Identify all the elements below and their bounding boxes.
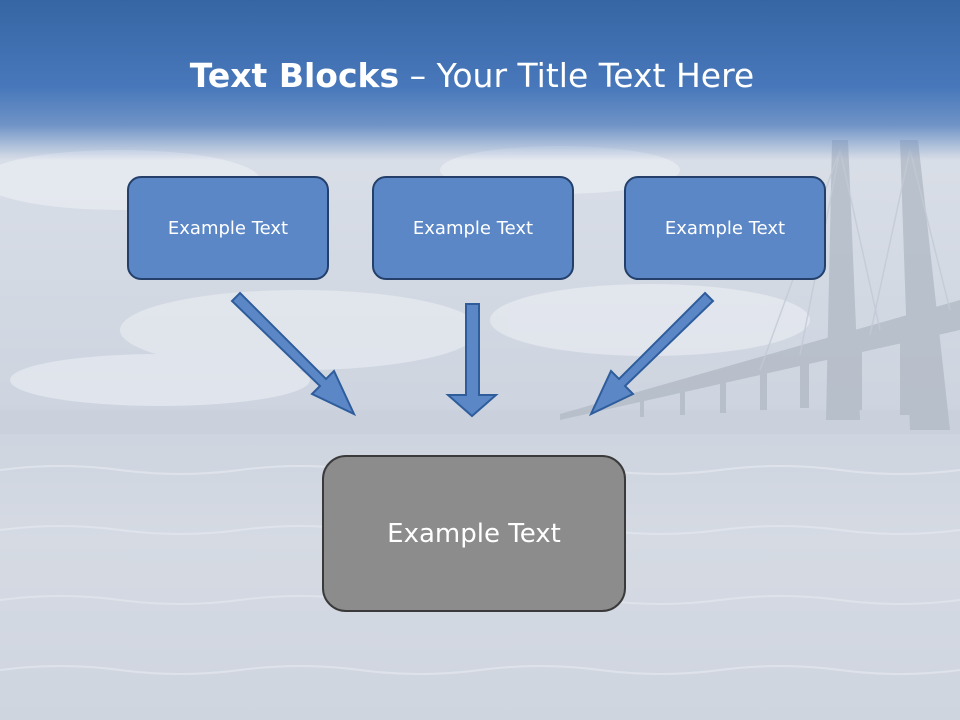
- bridge-silhouette: [560, 140, 960, 430]
- example-text-box-2[interactable]: Example Text: [372, 176, 574, 280]
- example-text-box-3[interactable]: Example Text: [624, 176, 826, 280]
- example-text-box-2-label: Example Text: [412, 217, 534, 239]
- example-text-box-3-label: Example Text: [664, 217, 786, 239]
- example-text-box-1-label: Example Text: [167, 217, 289, 239]
- result-text-box[interactable]: Example Text: [322, 455, 626, 612]
- right-diagonal-arrow: [588, 291, 715, 417]
- center-down-arrow: [445, 303, 499, 418]
- slide-title: Text Blocks – Your Title Text Here: [0, 52, 944, 100]
- title-rest-part: – Your Title Text Here: [399, 56, 755, 95]
- title-band: [0, 0, 960, 160]
- left-diagonal-arrow: [230, 291, 357, 417]
- example-text-box-1[interactable]: Example Text: [127, 176, 329, 280]
- title-bold-part: Text Blocks: [189, 56, 400, 95]
- horizon-band: [0, 410, 960, 434]
- result-text-box-label: Example Text: [387, 518, 561, 549]
